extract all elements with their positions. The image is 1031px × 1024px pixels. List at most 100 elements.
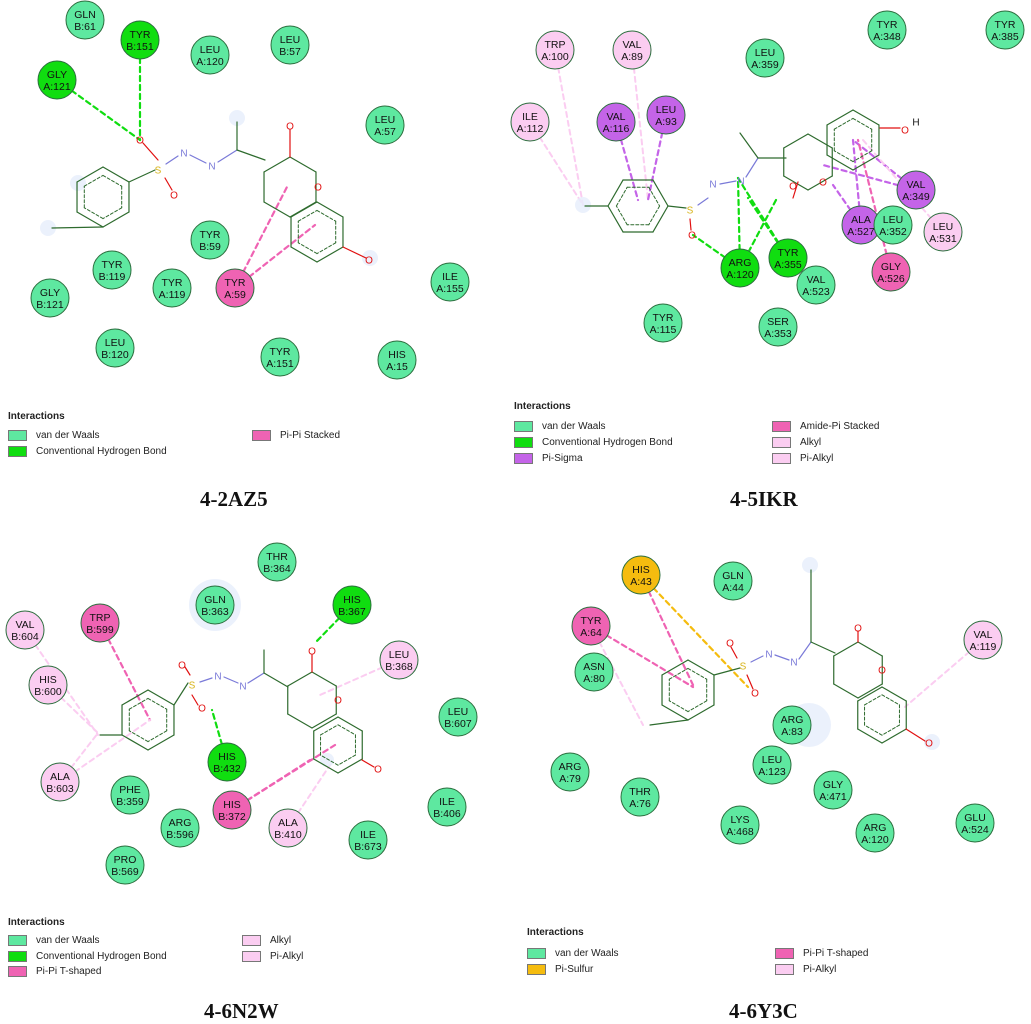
n-c-bond	[247, 672, 265, 684]
interaction-line-pi-t	[230, 743, 337, 812]
residue-leu-b368-circle	[379, 640, 419, 680]
ring-bond	[287, 713, 313, 729]
residue-gln-b363-circle	[195, 585, 235, 625]
residue-tyr-b151-circle	[120, 20, 160, 60]
residue-tyr-a59-id: A:59	[224, 289, 246, 301]
residue-val-a116-circle	[596, 102, 636, 142]
ring-bond	[881, 728, 907, 744]
residue-ser-a353-id: A:353	[764, 328, 792, 340]
ring-bond	[857, 683, 883, 699]
legend-swatch	[242, 951, 261, 962]
ring-bond	[263, 201, 291, 218]
residue-leu-a359-name: LEU	[755, 47, 775, 59]
aromatic-bond	[668, 700, 689, 713]
residue-trp-b599-name: TRP	[90, 612, 111, 624]
ring-bond	[857, 728, 883, 744]
solvent-halo	[575, 197, 591, 213]
residue-tyr-a119-circle	[152, 268, 192, 308]
aromatic-bond	[128, 730, 149, 743]
residue-tyr-a348-circle	[867, 10, 907, 50]
residue-leu-a359-circle	[745, 38, 785, 78]
residue-leu-a359-id: A:359	[751, 59, 779, 71]
ring-bond	[826, 154, 854, 171]
interaction-line-pi-alkyl	[631, 49, 649, 201]
residue-thr-a76-circle	[620, 777, 660, 817]
legend-title: Interactions	[527, 927, 584, 938]
ring-bond	[289, 156, 317, 173]
residue-ile-a155-id: A:155	[436, 283, 464, 295]
n-n-bond	[774, 654, 790, 661]
legend-title: Interactions	[8, 917, 65, 928]
n-c-bond	[798, 641, 812, 660]
aromatic-bond	[320, 754, 339, 766]
legend-swatch	[8, 935, 27, 946]
residue-val-a89-name: VAL	[622, 39, 641, 51]
oxygen-atom: O	[726, 639, 734, 650]
interaction-line-amide-pi	[856, 138, 893, 274]
residue-leu-a352-name: LEU	[883, 214, 903, 226]
solvent-halo	[70, 175, 86, 191]
residue-trp-b599-circle	[80, 603, 120, 643]
residue-tyr-a151-circle	[260, 337, 300, 377]
residue-lys-a468-id: A:468	[726, 826, 754, 838]
interaction-line-pi-sigma	[821, 163, 918, 192]
residue-thr-a76-name: THR	[629, 786, 651, 798]
legend-item-alkyl: Alkyl	[772, 437, 821, 448]
ring-bond	[807, 133, 833, 149]
ring-bond	[826, 109, 854, 126]
residue-trp-b599-id: B:599	[86, 624, 114, 636]
legend-item-pi-sigma: Pi-Sigma	[514, 453, 583, 464]
residue-val-a89-circle	[612, 30, 652, 70]
residue-val-b604-id: B:604	[11, 631, 39, 643]
residue-his-b600-id: B:600	[34, 686, 62, 698]
residue-leu-a352-circle	[873, 205, 913, 245]
methyl-bond	[51, 226, 104, 229]
residue-asn-a80-name: ASN	[583, 661, 605, 673]
aromatic-bond	[864, 694, 883, 706]
aromatic-bond	[297, 242, 318, 255]
nitrogen-atom: N	[180, 149, 187, 160]
residue-arg-a83-circle	[772, 705, 812, 745]
oxygen-atom: O	[925, 739, 933, 750]
legend-swatch	[242, 935, 261, 946]
residue-val-a119-circle	[963, 620, 1003, 660]
interaction-line-pi-sulfur	[639, 573, 750, 689]
residue-ile-b673-id: B:673	[354, 841, 382, 853]
legend-swatch	[8, 446, 27, 457]
residue-his-b432-name: HIS	[218, 751, 236, 763]
residue-phe-b359-id: B:359	[116, 796, 144, 808]
ring-bond	[607, 205, 624, 233]
legend-swatch	[772, 421, 791, 432]
residue-tyr-a115-circle	[643, 303, 683, 343]
oxygen-atom: O	[901, 126, 909, 137]
residue-tyr-a59-name: TYR	[225, 277, 246, 289]
sulfur-atom: S	[740, 662, 747, 673]
ring-bond	[652, 179, 669, 207]
residue-leu-b120-name: LEU	[105, 337, 125, 349]
residue-ala-b603-id: B:603	[46, 783, 74, 795]
c-o-bond	[342, 246, 367, 259]
residue-trp-a100-circle	[535, 30, 575, 70]
residue-leu-b607-id: B:607	[444, 718, 472, 730]
residue-lys-a468-circle	[720, 805, 760, 845]
legend-item-vdw: van der Waals	[514, 421, 606, 432]
residue-arg-b596-name: ARG	[169, 817, 192, 829]
interaction-diagram-2az5: SOONNOOOGLNB:61TYRB:151GLYA:121LEUA:120L…	[30, 0, 470, 380]
aromatic-bond	[648, 186, 661, 207]
residue-his-b372-name: HIS	[223, 799, 241, 811]
residue-tyr-b151-name: TYR	[130, 29, 151, 41]
residue-thr-b364-name: THR	[266, 551, 288, 563]
legend-item-vdw: van der Waals	[8, 935, 100, 946]
s-o-bond	[191, 694, 199, 706]
oxygen-atom: O	[374, 765, 382, 776]
ring-bond	[852, 154, 880, 171]
s-o-bond	[730, 646, 738, 659]
oxygen-atom: O	[789, 182, 797, 193]
ring-bond	[687, 659, 715, 676]
oxygen-atom: O	[170, 191, 178, 202]
s-o-bond	[746, 674, 754, 690]
residue-ala-b410-name: ALA	[278, 817, 298, 829]
residue-gly-a121-name: GLY	[47, 69, 67, 81]
s-o-bond	[689, 218, 692, 231]
